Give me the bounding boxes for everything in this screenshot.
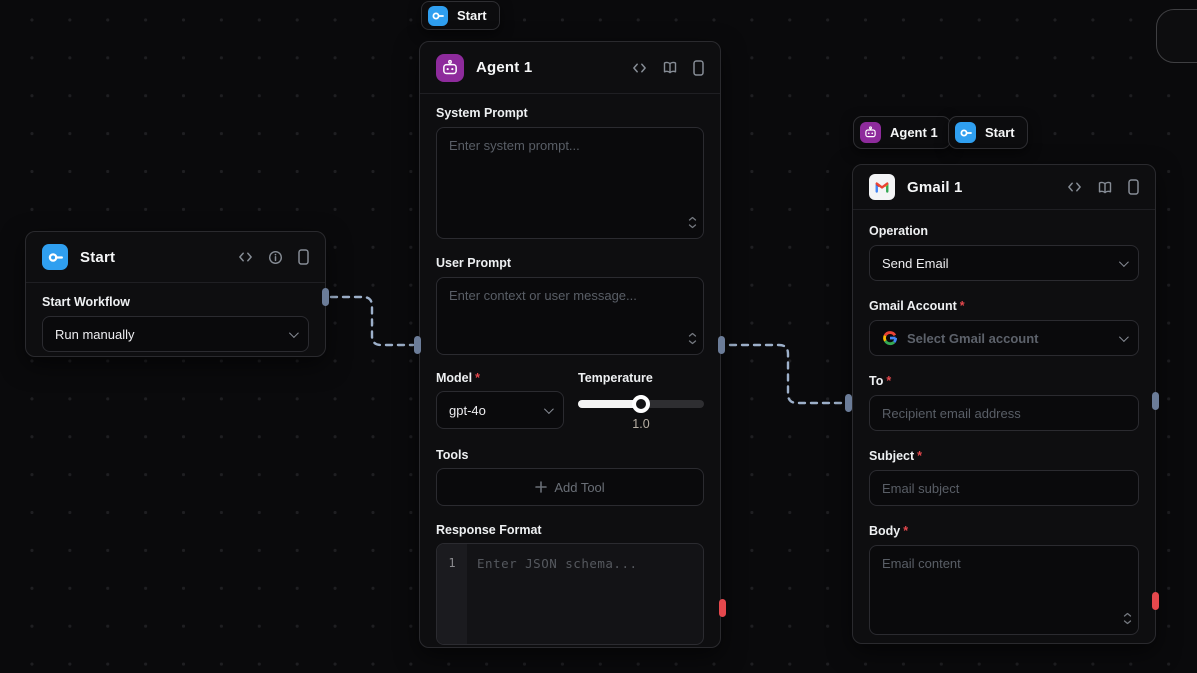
chevron-down-icon — [288, 327, 299, 338]
editor-gutter: 1 — [437, 544, 467, 644]
gmail-error-handle[interactable] — [1152, 592, 1159, 610]
operation-label: Operation — [869, 224, 929, 238]
selected-value: gpt-4o — [449, 402, 486, 418]
editor-placeholder[interactable]: Enter JSON schema... — [477, 556, 638, 571]
book-icon[interactable] — [1097, 180, 1113, 195]
agent-icon — [860, 122, 881, 143]
start-output-handle[interactable] — [322, 288, 329, 306]
phone-icon[interactable] — [693, 59, 704, 76]
agent-icon — [436, 53, 464, 82]
start-node[interactable]: Start Start Workflow Run manually — [25, 231, 326, 357]
user-prompt-label: User Prompt — [436, 256, 512, 270]
start-node-header: Start — [26, 232, 325, 283]
to-label: To — [869, 374, 884, 388]
temperature-slider[interactable] — [578, 395, 704, 413]
user-prompt-input[interactable] — [436, 277, 704, 355]
tools-label: Tools — [436, 448, 469, 462]
add-tool-button[interactable]: Add Tool — [436, 468, 704, 506]
model-select[interactable]: gpt-4o — [436, 391, 564, 429]
book-icon[interactable] — [662, 60, 678, 75]
required-mark: * — [959, 299, 965, 313]
code-icon[interactable] — [1067, 180, 1082, 194]
agent-input-handle[interactable] — [414, 336, 421, 354]
gmail-input-handle[interactable] — [845, 394, 852, 412]
phone-icon[interactable] — [298, 249, 309, 265]
start-tag-label: Start — [457, 8, 487, 23]
account-placeholder: Select Gmail account — [907, 330, 1039, 346]
start-icon — [428, 5, 448, 26]
start-node-tag[interactable]: Start — [948, 116, 1028, 149]
chevron-down-icon — [1118, 256, 1129, 267]
start-workflow-label: Start Workflow — [42, 295, 130, 309]
model-label: Model — [436, 371, 473, 385]
gmail-account-label: Gmail Account — [869, 299, 957, 313]
code-icon[interactable] — [632, 61, 647, 75]
start-icon — [42, 244, 68, 270]
slider-knob[interactable] — [632, 395, 650, 413]
agent-node[interactable]: Agent 1 System Prompt User Prompt Model*… — [419, 41, 721, 648]
system-prompt-label: System Prompt — [436, 106, 528, 120]
connection-agent-to-gmail — [728, 343, 845, 405]
gmail-node[interactable]: Gmail 1 Operation Send Email Gmail Accou… — [852, 164, 1156, 644]
response-format-editor[interactable]: 1 Enter JSON schema... — [436, 543, 704, 645]
gmail-account-select[interactable]: Select Gmail account — [869, 320, 1139, 356]
system-prompt-input[interactable] — [436, 127, 704, 239]
gmail-node-header: Gmail 1 — [853, 165, 1155, 210]
start-icon — [955, 122, 976, 143]
temperature-value: 1.0 — [632, 417, 650, 431]
node-title: Agent 1 — [476, 59, 533, 76]
body-input[interactable] — [869, 545, 1139, 635]
start-workflow-select[interactable]: Run manually — [42, 316, 309, 352]
operation-select[interactable]: Send Email — [869, 245, 1139, 281]
slider-fill — [578, 400, 641, 408]
node-title: Gmail 1 — [907, 178, 963, 196]
corner-panel[interactable] — [1156, 9, 1197, 63]
required-mark: * — [886, 374, 892, 388]
node-title: Start — [80, 248, 116, 266]
start-tag-label: Start — [985, 125, 1015, 140]
agent-error-handle[interactable] — [719, 599, 726, 617]
required-mark: * — [475, 371, 480, 385]
agent-node-tag[interactable]: Agent 1 — [853, 116, 951, 149]
agent-output-handle[interactable] — [718, 336, 725, 354]
to-input[interactable] — [869, 395, 1139, 431]
connection-start-to-agent — [329, 295, 415, 347]
info-icon[interactable] — [268, 250, 283, 265]
plus-icon — [535, 481, 548, 493]
phone-icon[interactable] — [1128, 179, 1139, 195]
temperature-label: Temperature — [578, 371, 653, 385]
google-icon — [883, 331, 897, 346]
agent-tag-label: Agent 1 — [890, 125, 938, 140]
chevron-down-icon — [1118, 331, 1129, 342]
response-format-label: Response Format — [436, 523, 542, 537]
line-number: 1 — [448, 556, 456, 570]
selected-value: Send Email — [882, 255, 949, 271]
gmail-output-handle[interactable] — [1152, 392, 1159, 410]
start-node-tag-top[interactable]: Start — [421, 1, 500, 30]
add-tool-label: Add Tool — [554, 479, 605, 495]
subject-label: Subject — [869, 449, 915, 463]
gmail-icon — [869, 174, 895, 200]
chevron-down-icon — [543, 403, 554, 414]
required-mark: * — [903, 524, 909, 538]
subject-input[interactable] — [869, 470, 1139, 506]
selected-value: Run manually — [55, 326, 135, 342]
body-label: Body — [869, 524, 901, 538]
agent-node-header: Agent 1 — [420, 42, 720, 94]
code-icon[interactable] — [238, 250, 253, 264]
required-mark: * — [917, 449, 923, 463]
